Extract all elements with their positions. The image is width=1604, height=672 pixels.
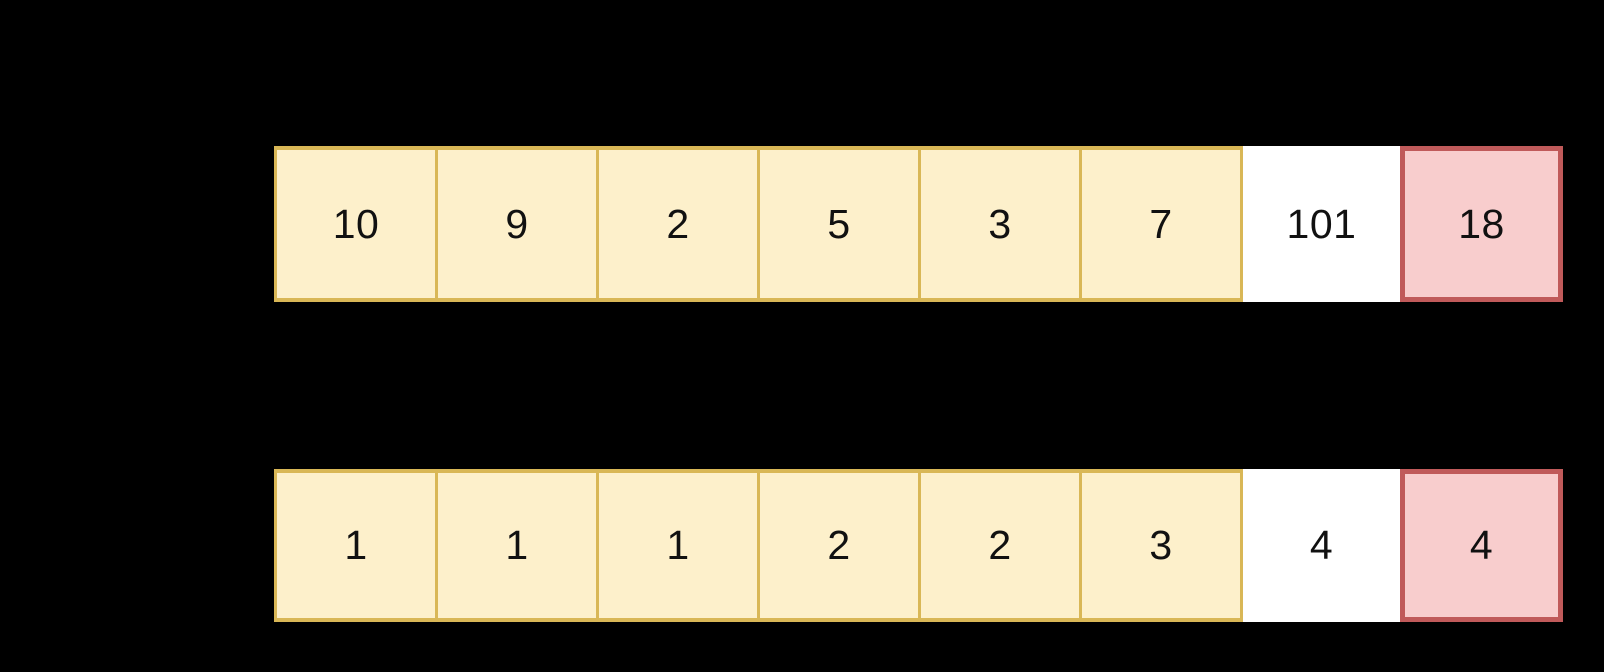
array-cell-plain: 2 [757,469,918,622]
array-cell-outside: 4 [1243,469,1400,622]
array-cell-plain: 1 [596,469,757,622]
array-cell-plain: 3 [1079,469,1243,622]
array-cell-plain: 9 [435,146,596,302]
array-cell-plain: 3 [918,146,1079,302]
array-cell-outside: 101 [1243,146,1400,302]
array-cell-target: 4 [1400,469,1563,622]
array-cell-plain: 7 [1079,146,1243,302]
array-cell-plain: 10 [274,146,435,302]
array-cell-target: 18 [1400,146,1563,302]
array-cell-plain: 2 [918,469,1079,622]
array-cell-plain: 5 [757,146,918,302]
array-cell-plain: 1 [274,469,435,622]
array-cell-plain: 1 [435,469,596,622]
array-cell-plain: 2 [596,146,757,302]
